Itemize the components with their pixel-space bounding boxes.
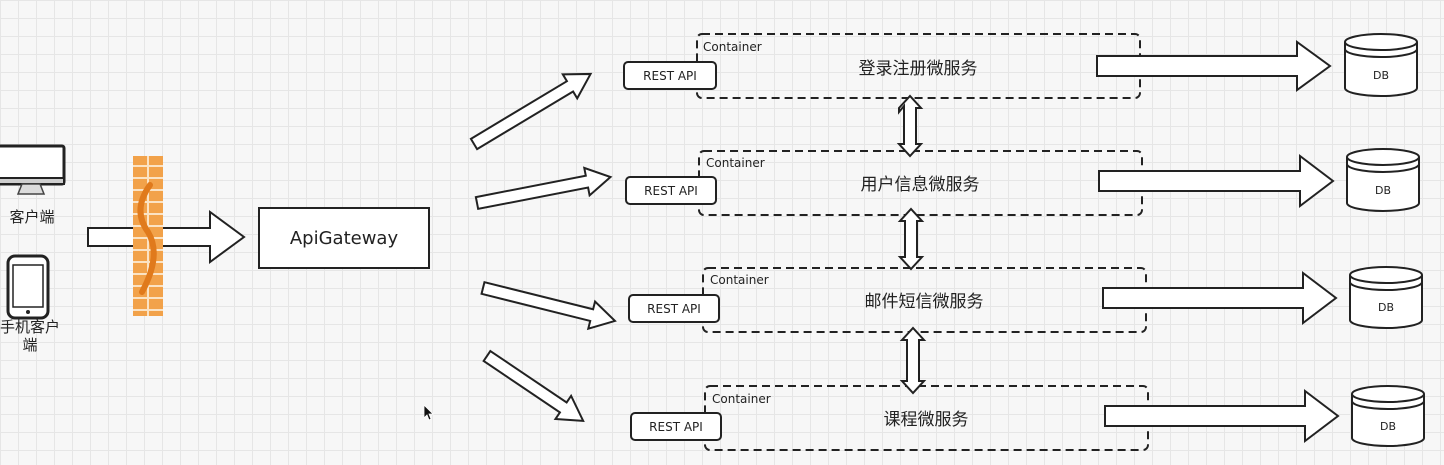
rest-api-label: REST API (644, 184, 698, 198)
mail-course-link-arrow (899, 326, 927, 395)
mobile-client-label-line1: 手机客户 (0, 318, 60, 336)
client-to-gateway-arrow (87, 210, 246, 264)
gateway-to-mail-arrow (480, 280, 617, 331)
db-label: DB (1375, 184, 1391, 197)
database-icon (1351, 385, 1425, 447)
service-to-db-arrow (1104, 388, 1340, 444)
service-login: Container 登录注册微服务 REST API DB (623, 33, 1418, 99)
database-icon (1346, 148, 1420, 212)
service-name: 登录注册微服务 (859, 59, 978, 79)
database-icon (1349, 266, 1423, 329)
service-to-db-arrow (1096, 40, 1332, 92)
db-label: DB (1378, 301, 1394, 314)
gateway-to-login-arrow (469, 72, 593, 151)
service-user-info: Container 用户信息微服务 REST API DB (625, 148, 1420, 216)
rest-api-box (623, 61, 717, 90)
service-to-db-arrow (1098, 153, 1335, 209)
container-label: Container (710, 273, 769, 287)
container-label: Container (712, 392, 771, 406)
rest-api-label: REST API (647, 302, 701, 316)
mobile-client-label-line2: 端 (22, 336, 37, 354)
monitor-icon (0, 144, 66, 195)
api-gateway-label: ApiGateway (290, 228, 399, 249)
service-to-db-arrow (1102, 270, 1338, 326)
rest-api-label: REST API (649, 420, 703, 434)
firewall-icon (133, 156, 163, 316)
rest-api-box (628, 294, 720, 323)
service-name: 邮件短信微服务 (865, 292, 984, 312)
rest-api-box (630, 412, 722, 441)
rest-api-label: REST API (643, 69, 697, 83)
db-label: DB (1380, 420, 1396, 433)
database-icon (1344, 33, 1418, 97)
service-name: 课程微服务 (884, 410, 969, 430)
gateway-to-user-arrow (474, 166, 613, 211)
service-name: 用户信息微服务 (861, 175, 980, 195)
mouse-cursor-icon (424, 405, 434, 421)
service-course: Container 课程微服务 REST API DB (630, 385, 1425, 451)
gateway-to-course-arrow (482, 349, 585, 422)
phone-icon (6, 254, 50, 320)
container-label: Container (703, 40, 762, 54)
rest-api-box (625, 176, 717, 205)
db-label: DB (1373, 69, 1389, 82)
container-label: Container (706, 156, 765, 170)
user-mail-link-arrow (897, 207, 925, 271)
login-user-link-arrow (896, 94, 924, 158)
gateway-to-service-arrows (469, 72, 617, 422)
desktop-client-label: 客户端 (9, 208, 54, 226)
inter-service-arrows (896, 94, 927, 395)
service-mail-sms: Container 邮件短信微服务 REST API DB (628, 266, 1423, 333)
api-gateway-box (258, 207, 430, 269)
